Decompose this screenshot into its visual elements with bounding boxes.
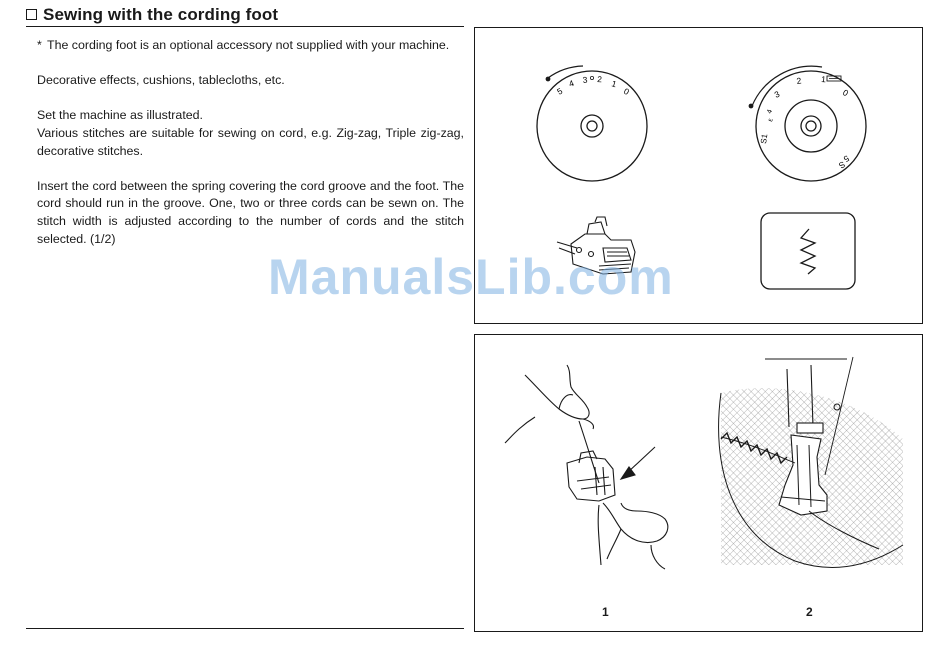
dial-number: 3 bbox=[773, 89, 782, 100]
dial-number: S1 bbox=[759, 133, 769, 144]
figure-label-2: 2 bbox=[806, 605, 813, 619]
dial-number: 4 bbox=[568, 78, 576, 89]
dial-number: 2 bbox=[796, 75, 802, 86]
dial-number: 2 bbox=[597, 74, 603, 84]
cording-foot-icon bbox=[556, 216, 636, 275]
insert-cord-paragraph: Insert the cord between the spring cover… bbox=[37, 178, 464, 246]
optional-accessory-note: * The cording foot is an optional access… bbox=[37, 37, 464, 55]
zigzag-stitch-icon bbox=[760, 212, 856, 290]
section-header: Sewing with the cording foot bbox=[26, 4, 464, 27]
checkbox-square-icon bbox=[26, 9, 37, 20]
settings-line-2: Various stitches are suitable for sewing… bbox=[37, 125, 464, 158]
figure-label-1: 1 bbox=[602, 605, 609, 619]
settings-illustration-panel: 5 4 3 2 1 0 3 2 1 0 S1 ε 4 S 5 bbox=[474, 27, 923, 324]
section-title: Sewing with the cording foot bbox=[43, 5, 279, 24]
bottom-rule bbox=[26, 628, 464, 629]
settings-paragraph: Set the machine as illustrated. Various … bbox=[37, 107, 464, 160]
dial-number: 0 bbox=[622, 86, 631, 97]
dial-number: 5 bbox=[555, 86, 564, 97]
stitch-length-dial-icon: 5 4 3 2 1 0 bbox=[536, 65, 648, 182]
dial-number: 1 bbox=[821, 74, 827, 84]
stitch-width-dial-icon: 3 2 1 0 S1 ε 4 S 5 bbox=[748, 65, 867, 182]
note-marker: * bbox=[37, 38, 42, 52]
settings-illustration: 5 4 3 2 1 0 3 2 1 0 S1 ε 4 S 5 bbox=[536, 65, 867, 290]
note-text: The cording foot is an optional accessor… bbox=[47, 38, 450, 52]
sewing-illustration bbox=[504, 356, 904, 570]
dial-number: 3 bbox=[582, 75, 588, 85]
svg-text:5: 5 bbox=[842, 153, 851, 164]
svg-text:ε: ε bbox=[767, 118, 775, 123]
svg-text:4: 4 bbox=[766, 109, 774, 115]
settings-line-1: Set the machine as illustrated. bbox=[37, 108, 203, 123]
insert-cord-figure bbox=[504, 364, 669, 570]
dial-number: S bbox=[837, 159, 847, 171]
sewing-cord-figure bbox=[718, 356, 904, 568]
dial-number: 0 bbox=[841, 87, 851, 98]
instructions-text: * The cording foot is an optional access… bbox=[37, 37, 464, 266]
uses-paragraph: Decorative effects, cushions, tablecloth… bbox=[37, 73, 285, 88]
sewing-illustration-panel: 1 2 bbox=[474, 334, 923, 632]
dial-number: 1 bbox=[610, 78, 618, 89]
